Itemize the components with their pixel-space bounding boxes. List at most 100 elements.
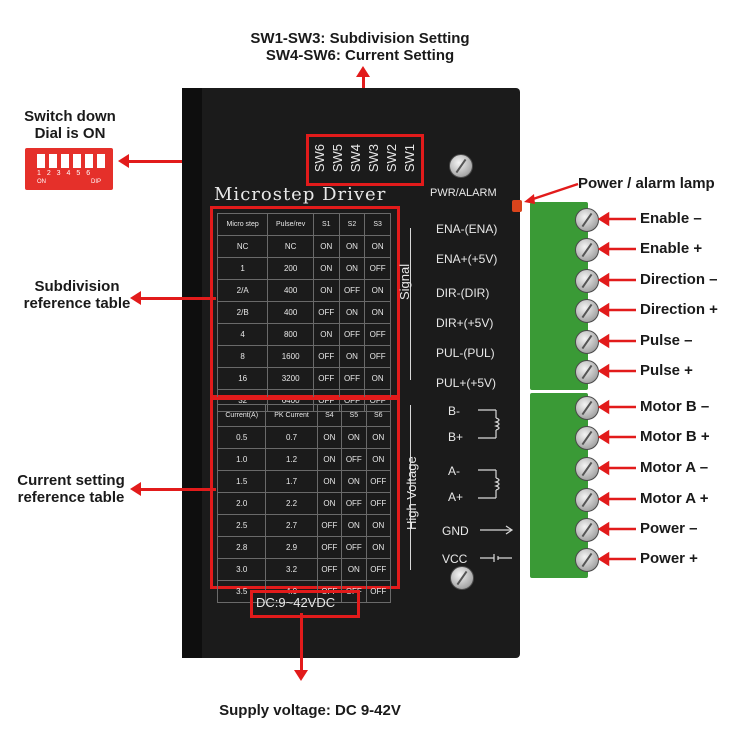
terminal-screw-icon — [575, 488, 599, 512]
signal-dir-plus-label: DIR+(+5V) — [436, 316, 494, 330]
table-header-cell: Current(A) — [216, 404, 267, 427]
terminal-screw-icon — [575, 299, 599, 323]
mounting-screw-icon — [450, 566, 474, 590]
table-cell: 1 — [216, 257, 269, 280]
table-cell: 800 — [267, 323, 314, 346]
table-cell: ON — [312, 235, 340, 258]
terminal-label-motor-b-plus: Motor B + — [640, 428, 710, 445]
table-cell: ON — [312, 257, 340, 280]
table-cell: ON — [364, 367, 391, 390]
hv-a-minus-label: A- — [448, 464, 460, 478]
table-cell: ON — [338, 235, 366, 258]
hv-b-minus-label: B- — [448, 404, 460, 418]
table-cell: 3.0 — [216, 558, 267, 581]
terminal-label-direction-plus: Direction + — [640, 301, 718, 318]
terminal-screw-icon — [575, 330, 599, 354]
table-cell: OFF — [312, 367, 340, 390]
table-cell: OFF — [364, 257, 391, 280]
signal-terminal-block — [530, 202, 588, 390]
table-cell: ON — [316, 470, 343, 493]
table-cell: OFF — [365, 492, 392, 515]
callout-line: Current setting — [17, 472, 125, 489]
switch-settings-callout: SW1-SW3: Subdivision Setting SW4-SW6: Cu… — [190, 30, 530, 64]
table-cell: ON — [341, 514, 367, 537]
voltage-label-box — [250, 590, 360, 618]
switch-label: SW1 — [402, 144, 417, 173]
table-cell: OFF — [338, 367, 366, 390]
table-cell: OFF — [365, 470, 392, 493]
table-cell: OFF — [341, 536, 367, 559]
table-cell: OFF — [364, 345, 391, 368]
table-header-cell: S1 — [312, 213, 340, 236]
switch-label: SW5 — [330, 144, 345, 173]
supply-arrow-head — [294, 670, 308, 681]
signal-pul-plus-label: PUL+(+5V) — [436, 376, 497, 390]
supply-arrow-line — [300, 613, 303, 673]
table-cell: 0.7 — [265, 426, 318, 449]
table-cell: 200 — [267, 257, 314, 280]
table-cell: OFF — [338, 323, 366, 346]
callout-line-subdivision: SW1-SW3: Subdivision Setting — [250, 30, 470, 47]
subdivision-table-callout: Subdivision reference table — [12, 278, 142, 312]
table-cell: ON — [316, 448, 343, 471]
dip-toggle — [73, 154, 81, 168]
table-cell: 2/B — [216, 301, 269, 324]
table-cell: ON — [316, 492, 343, 515]
callout-line-current: SW4-SW6: Current Setting — [265, 47, 455, 64]
table-cell: 1.2 — [265, 448, 318, 471]
brand-title: Microstep Driver — [214, 184, 387, 205]
table-cell: OFF — [341, 448, 367, 471]
mounting-screw-icon — [449, 154, 473, 178]
lamp-callout: Power / alarm lamp — [578, 175, 715, 192]
terminal-label-motor-a-minus: Motor A – — [640, 459, 709, 476]
table-header-cell: Micro step — [216, 213, 269, 236]
dip-dip-label: DIP — [91, 179, 102, 185]
table-header-cell: S5 — [341, 404, 367, 427]
table-cell: OFF — [338, 279, 366, 302]
dip-callout-line2: Dial is ON — [34, 125, 106, 142]
alarm-lamp-icon — [512, 200, 522, 212]
table-cell: ON — [341, 558, 367, 581]
switch-label: SW2 — [384, 144, 399, 173]
terminal-screw-icon — [575, 396, 599, 420]
supply-voltage-callout: Supply voltage: DC 9-42V — [219, 702, 401, 719]
terminal-label-enable-plus: Enable + — [640, 240, 703, 257]
table-header-cell: Pulse/rev — [267, 213, 314, 236]
callout-line: reference table — [17, 489, 125, 506]
table-cell: 2.0 — [216, 492, 267, 515]
current-table-callout: Current setting reference table — [4, 472, 138, 506]
terminal-screw-icon — [575, 518, 599, 542]
table-cell: ON — [316, 426, 343, 449]
table-cell: NC — [216, 235, 269, 258]
terminal-arrows — [598, 211, 636, 567]
subdivision-arrow-line — [140, 297, 216, 300]
table-cell: 0.5 — [216, 426, 267, 449]
dip-toggle — [85, 154, 93, 168]
dip-on-label: ON — [37, 179, 46, 185]
hv-vcc-label: VCC — [442, 552, 468, 566]
table-cell: ON — [341, 426, 367, 449]
table-cell: ON — [364, 301, 391, 324]
table-header-row: Micro step Pulse/rev S1 S2 S3 — [216, 213, 391, 236]
terminal-label-power-minus: Power – — [640, 520, 698, 537]
table-header-row: Current(A) PK Current S4 S5 S6 — [216, 404, 392, 427]
signal-bracket — [410, 228, 421, 380]
table-cell: 3200 — [267, 367, 314, 390]
terminal-label-direction-minus: Direction – — [640, 271, 718, 288]
table-cell: 400 — [267, 279, 314, 302]
table-cell: ON — [338, 257, 366, 280]
table-cell: ON — [365, 448, 392, 471]
table-cell: OFF — [364, 323, 391, 346]
table-cell: ON — [365, 536, 392, 559]
table-cell: OFF — [316, 514, 343, 537]
table-cell: 400 — [267, 301, 314, 324]
table-header-cell: S3 — [364, 213, 391, 236]
table-cell: 2/A — [216, 279, 269, 302]
